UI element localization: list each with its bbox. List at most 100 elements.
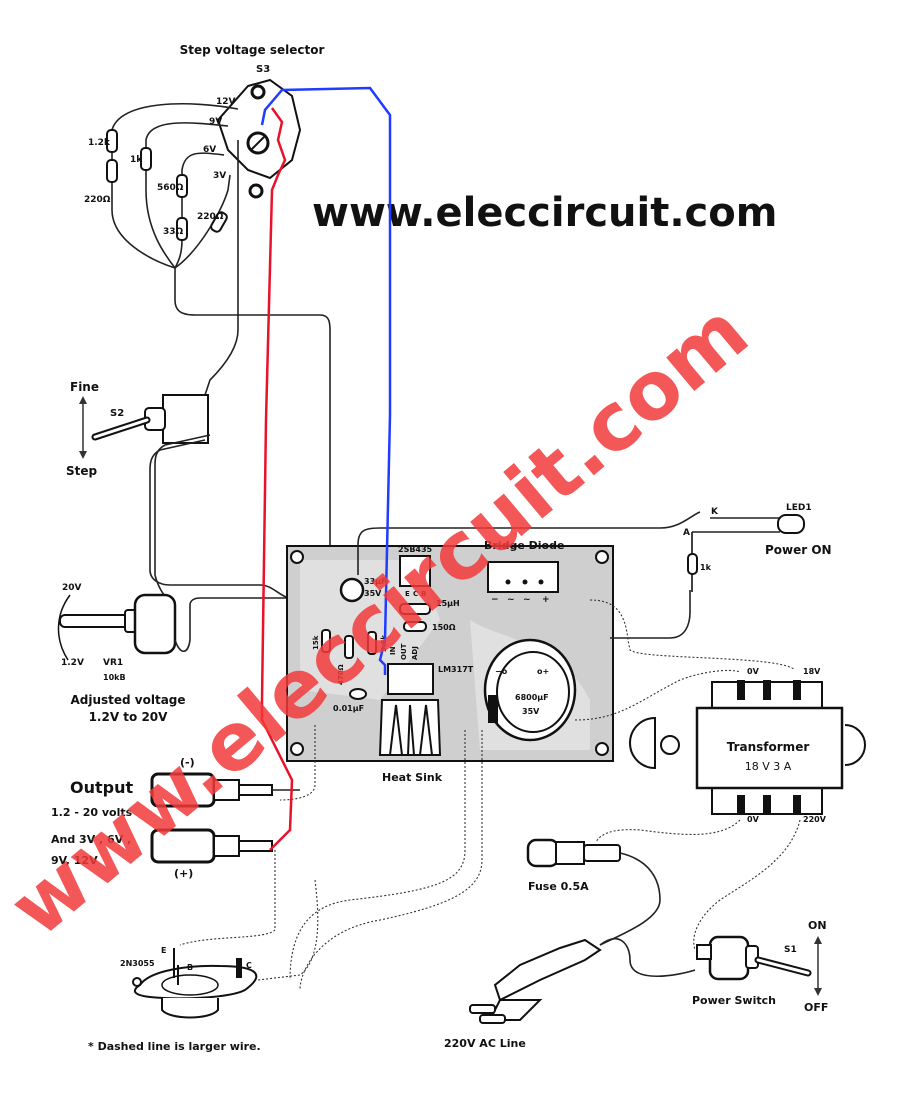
selector-ref: S3	[256, 64, 270, 75]
resistor-label: 220Ω	[197, 212, 224, 222]
fuse-label: Fuse 0.5A	[528, 880, 589, 893]
heavy-wire	[257, 879, 319, 981]
heavy-wire	[589, 599, 796, 671]
transformer-rating: 18 V 3 A	[745, 760, 792, 773]
mount-hole	[290, 550, 304, 564]
selector-pos-9v: 9V	[209, 117, 222, 127]
wire	[599, 852, 661, 946]
pin-label: ~	[523, 595, 531, 605]
output-line-3: 9V, 12V	[51, 854, 98, 867]
resistor-label: 470Ω	[337, 664, 345, 685]
heat-sink-label: Heat Sink	[382, 771, 443, 784]
resistor-label: 15k	[312, 635, 320, 650]
pot-max-label: 20V	[62, 583, 82, 593]
heavy-wire	[179, 850, 276, 946]
power-transistor-2n3055: E B C 2N3055	[120, 946, 258, 1019]
regulator-label: LM317T	[438, 665, 474, 674]
resistor-label: 1.2k	[88, 138, 111, 148]
transistor-label: 2N3055	[120, 959, 155, 968]
red-wire	[260, 107, 294, 851]
output-pos-label: (+)	[174, 867, 193, 880]
mount-hole	[290, 742, 304, 756]
led-a-label: A	[683, 528, 690, 538]
output-line-2: And 3V , 6V ,	[51, 833, 131, 846]
resistor-label: 1k	[130, 155, 143, 165]
wire	[174, 268, 331, 545]
power-toggle-switch: S1 Power Switch ON OFF	[692, 919, 828, 1014]
cap-value: 0.01µF	[333, 704, 364, 713]
regulator-lm317t	[387, 663, 434, 695]
resistor-label: 220Ω	[84, 195, 111, 205]
heavy-wire	[289, 730, 466, 981]
dashed-line-note: * Dashed line is larger wire.	[88, 1040, 261, 1053]
pot-value: 10kB	[103, 673, 126, 682]
terminal-label: 220V	[803, 815, 827, 824]
power-switch-label: Power Switch	[692, 994, 776, 1007]
rotate-arrow-icon	[57, 594, 71, 661]
cap-voltage: 35V	[364, 589, 382, 598]
fuse-holder: Fuse 0.5A	[526, 838, 621, 893]
terminal-label: 18V	[803, 667, 821, 676]
resistor-label: 150Ω	[432, 623, 456, 632]
wire	[174, 597, 300, 653]
mode-fine-label: Fine	[70, 380, 99, 394]
mode-step-label: Step	[66, 464, 98, 478]
site-watermark-top: www.eleccircuit.com	[312, 190, 777, 236]
pcb-board: 2SB435 E C B 33µF 35V 15µH 150Ω 15k 470Ω…	[286, 545, 614, 762]
transformer-title: Transformer	[727, 740, 810, 754]
pin-label: ~	[507, 595, 515, 605]
heavy-wire	[299, 730, 483, 991]
output-neg-label: (-)	[180, 756, 195, 769]
pin-label: B	[187, 963, 193, 972]
wire	[599, 938, 696, 978]
pin-label: E	[405, 590, 410, 598]
pin-label: OUT	[400, 643, 408, 660]
led-ref: LED1	[786, 503, 812, 513]
pin-label: C	[413, 590, 418, 598]
resistor	[344, 635, 354, 659]
blue-wire	[260, 86, 392, 675]
pin-label: −	[491, 595, 499, 605]
mount-hole	[250, 84, 266, 100]
transformer: Transformer 18 V 3 A 0V 18V 0V 220V	[629, 667, 866, 824]
heavy-wire	[279, 725, 316, 801]
heavy-wire	[595, 819, 741, 843]
resistor-label: 1k	[700, 563, 712, 572]
wire	[204, 140, 239, 396]
step-selector-switch: S3 12V 9V 6V 3V	[203, 64, 302, 199]
selector-pos-12v: 12V	[216, 97, 236, 107]
ac-plug: 220V AC Line	[444, 938, 602, 1050]
mount-hole	[595, 742, 609, 756]
pin-label: IN	[389, 646, 397, 655]
pin-label: −o	[495, 667, 508, 676]
diagram-title: Step voltage selector	[180, 43, 325, 57]
wire	[357, 511, 701, 575]
pot-ref: VR1	[103, 658, 123, 668]
inductor	[399, 603, 431, 615]
resistor-label: 33Ω	[163, 227, 184, 237]
ac-line-label: 220V AC Line	[444, 1037, 526, 1050]
mode-toggle-switch: Fine Step S2	[66, 380, 209, 478]
heavy-wire	[574, 669, 741, 721]
cap-value: 6800µF	[515, 693, 549, 702]
transistor-label: 2SB435	[398, 545, 433, 554]
selector-pos-3v: 3V	[213, 171, 226, 181]
mode-switch-ref: S2	[110, 408, 124, 419]
terminal-label: 0V	[747, 667, 760, 676]
output-line-1: 1.2 - 20 volts	[51, 806, 133, 819]
resistor-label: 560Ω	[157, 183, 184, 193]
switch-off-label: OFF	[804, 1001, 828, 1014]
capacitor-001uf	[349, 688, 367, 700]
pin-label: B	[421, 590, 426, 598]
terminal-label: 0V	[747, 815, 760, 824]
inductor-label: 15µH	[436, 599, 460, 608]
pin-label: ADJ	[411, 646, 419, 660]
bridge-diode	[487, 561, 559, 593]
bridge-diode-label: Bridge Diode	[484, 539, 564, 552]
output-title: Output	[70, 778, 133, 797]
transistor-2sb435	[399, 555, 431, 587]
mount-hole	[248, 183, 264, 199]
selector-resistor-network: 1.2k 220Ω 1k 560Ω 33Ω 220Ω	[84, 103, 239, 269]
resistor	[403, 621, 427, 632]
output-terminals: (-) (+) Output 1.2 - 20 volts And 3V , 6…	[51, 756, 273, 880]
